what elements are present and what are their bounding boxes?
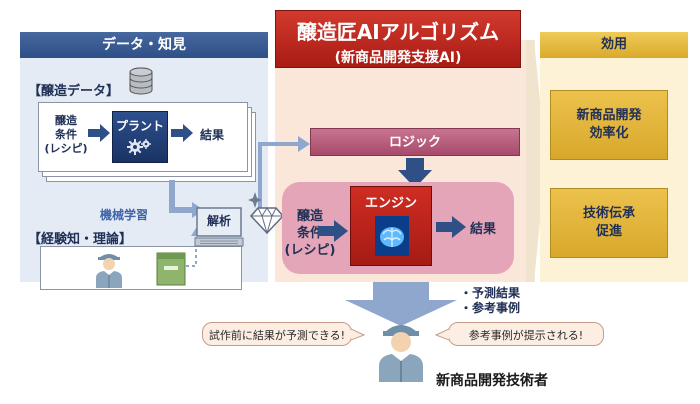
chevron-right-icon: [526, 40, 546, 282]
logic-box: ロジック: [310, 128, 520, 156]
engine-label: エンジン: [364, 196, 417, 211]
arrow-analysis-to-logic: [258, 136, 310, 208]
algorithm-subtitle: (新商品開発支援AI): [334, 50, 462, 66]
arrow-to-plant: [88, 124, 110, 142]
engineer-label: 新商品開発技術者: [436, 373, 548, 389]
bubble-right: [448, 322, 604, 346]
effect-box-1: 新商品開発 効率化: [550, 90, 668, 160]
center-condition-line2: 条件: [296, 226, 323, 241]
left-panel-header: データ・知見: [20, 32, 268, 58]
bubble-right-text: 参考事例が提示される!: [468, 329, 584, 342]
analysis-label: 解析: [206, 214, 231, 228]
algorithm-title: 醸造匠AIアルゴリズム: [296, 20, 500, 44]
engineer-person-icon: [379, 325, 423, 382]
output-item-1: ・予測結果: [460, 286, 521, 300]
center-condition-label: 醸造 条件 (レシピ): [284, 208, 336, 259]
machine-learning-label: 機械学習: [100, 208, 149, 222]
left-condition-line2: 条件: [55, 128, 77, 141]
database-icon: [129, 67, 153, 95]
center-condition-line1: 醸造: [296, 209, 323, 224]
effect2-line2: 促進: [595, 224, 622, 239]
effect-box-2: 技術伝承 促進: [550, 188, 668, 258]
arrow-engine-to-result: [436, 216, 466, 238]
left-condition-label: 醸造 条件 (レシピ): [42, 114, 90, 156]
center-condition-line3: (レシピ): [284, 243, 336, 258]
diamond-icon: [250, 207, 284, 234]
left-condition-line3: (レシピ): [44, 142, 88, 155]
effect1-line2: 効率化: [589, 126, 629, 141]
knowledge-box: [40, 246, 242, 290]
computer-icon: [194, 207, 244, 247]
arrow-logic-to-engine: [398, 158, 432, 188]
left-result-label: 結果: [200, 128, 225, 142]
effect1-line1: 新商品開発: [576, 108, 642, 123]
arrow-to-engineer: [345, 282, 457, 326]
output-item-2: ・参考事例: [460, 301, 521, 315]
knowledge-label: 【経験知・理論】: [28, 232, 133, 247]
center-title-box: 醸造匠AIアルゴリズム (新商品開発支援AI): [275, 10, 521, 68]
plant-box: [112, 111, 168, 163]
person-icon: [96, 254, 122, 288]
arrow-to-result: [171, 124, 193, 142]
effect2-line1: 技術伝承: [582, 206, 635, 221]
book-icon: [156, 252, 186, 286]
arrow-to-engine: [318, 220, 348, 242]
bubble-right-tail: [435, 328, 449, 341]
bubble-left: [202, 322, 352, 346]
left-condition-line1: 醸造: [55, 114, 77, 127]
center-result-label: 結果: [470, 222, 497, 237]
right-panel-header: 効用: [540, 32, 688, 58]
bubble-left-text: 試作前に結果が予測できる!: [208, 329, 346, 342]
output-list: ・予測結果 ・参考事例: [460, 286, 520, 316]
sparkle-icon: [248, 192, 262, 208]
plant-label: プラント: [115, 119, 164, 133]
brewing-data-label: 【醸造データ】: [28, 84, 120, 99]
bubble-left-tail: [351, 328, 365, 341]
brain-icon: [375, 216, 409, 256]
gear-icon: [127, 139, 151, 155]
